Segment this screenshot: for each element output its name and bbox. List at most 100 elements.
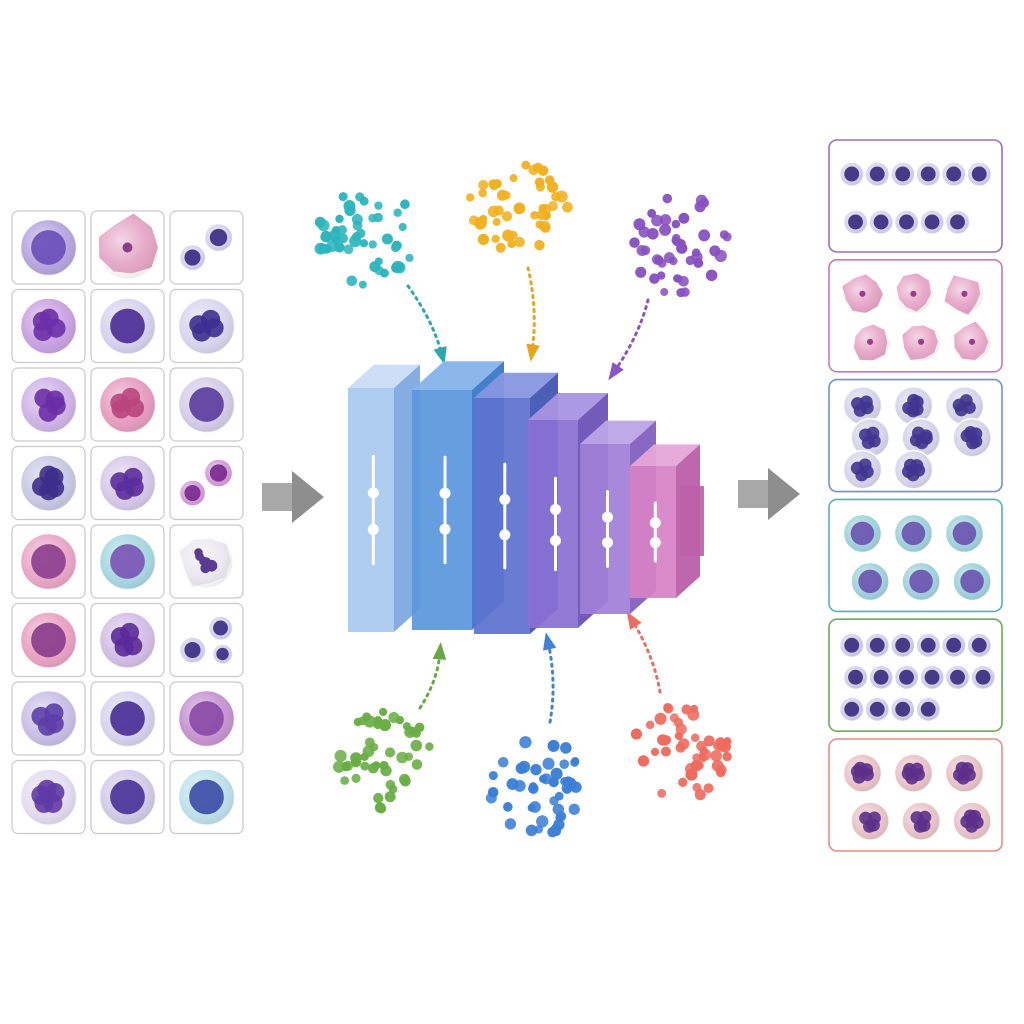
input-tile-monocyte <box>90 524 165 599</box>
feature-dot <box>703 735 715 747</box>
feature-dot <box>534 177 545 188</box>
cell-nucleus <box>844 701 860 717</box>
cell-nucleus <box>975 669 991 685</box>
input-tile-eosinophil <box>90 367 165 442</box>
input-tile-basophil <box>90 602 165 678</box>
feature-dot <box>659 214 672 226</box>
cell-nucleus <box>895 637 911 653</box>
dotted-arrow <box>406 284 444 357</box>
layer-top <box>348 364 420 388</box>
feature-dot <box>544 175 555 185</box>
input-tile-neutrophil <box>11 759 86 835</box>
nucleus-lobe <box>910 762 924 776</box>
feature-dot <box>340 776 350 785</box>
group-frame <box>828 139 1003 253</box>
nucleus-lobe <box>959 394 973 408</box>
feature-dot <box>669 256 678 266</box>
feature-dot <box>496 189 508 201</box>
feature-dot <box>657 271 666 280</box>
feature-dot <box>560 777 569 786</box>
cell-nucleus <box>209 464 228 482</box>
layer-6 <box>630 444 704 598</box>
feature-dot <box>657 788 667 798</box>
nucleus-lobe <box>969 427 983 441</box>
cell-nucleus <box>946 166 962 182</box>
feature-dot <box>677 738 690 750</box>
cnn-layers-icon <box>348 361 704 634</box>
nucleus-lobe <box>910 395 924 409</box>
nucleus-lobe <box>120 622 140 642</box>
feature-dot <box>372 761 381 770</box>
feature-dot <box>320 230 332 243</box>
feature-dot <box>630 728 643 740</box>
feature-dot <box>698 229 711 242</box>
lymphocyte-group <box>828 139 1003 253</box>
feature-dot <box>398 773 411 785</box>
arrow-shaft <box>738 480 772 508</box>
layer-node <box>439 487 451 499</box>
small-lymphocyte-group <box>828 618 1003 733</box>
dotted-arrow <box>526 266 536 354</box>
cell-nucleus <box>31 544 66 579</box>
cell-nucleus <box>110 701 145 736</box>
feature-dot <box>491 234 500 244</box>
feature-dot <box>722 751 732 762</box>
cell-nucleus <box>950 669 965 685</box>
feature-dot <box>536 815 549 828</box>
layer-front <box>630 466 676 598</box>
feature-dot <box>547 739 560 752</box>
input-tile-lymphocyte <box>169 367 244 442</box>
feature-dot <box>425 742 434 751</box>
feature-dot <box>359 239 369 248</box>
feature-dot <box>542 757 555 770</box>
red-cluster <box>626 611 732 801</box>
cell-nucleus <box>189 387 224 422</box>
nucleus-lobe <box>44 703 64 723</box>
feature-dot <box>349 234 362 248</box>
feature-dot <box>412 729 421 738</box>
nucleus-lobe <box>968 809 982 823</box>
arrow-head <box>543 632 557 651</box>
feature-dot <box>373 212 383 223</box>
layer-top <box>412 361 504 390</box>
nucleus-lobe <box>121 387 141 407</box>
nucleus-lobe <box>858 458 872 472</box>
cell-nucleus <box>899 669 914 685</box>
layer-node <box>602 511 613 523</box>
cell-nucleus <box>184 484 201 502</box>
nucleus-lobe <box>201 309 221 329</box>
feature-dot <box>370 743 379 752</box>
feature-dot <box>693 258 704 269</box>
cell-nucleus <box>869 637 885 653</box>
feature-dot <box>723 737 732 746</box>
feature-dot <box>487 205 500 218</box>
tile-frame <box>169 210 244 285</box>
nucleus-lobe <box>45 782 65 802</box>
feature-dot <box>402 722 411 731</box>
feature-dot <box>388 784 398 794</box>
tile-frame <box>169 445 244 521</box>
cell-nucleus <box>952 521 977 546</box>
feature-dot <box>649 273 660 284</box>
feature-dot <box>690 733 700 743</box>
arrow-head <box>768 468 800 520</box>
cell-nucleus <box>189 701 224 736</box>
feature-dot <box>525 824 538 837</box>
feature-dot <box>379 760 389 771</box>
input-tile-neutrophil <box>169 288 244 364</box>
layer-front <box>348 388 394 632</box>
cell-nucleus <box>850 521 875 546</box>
feature-dot <box>400 199 410 210</box>
feature-dot <box>492 217 501 226</box>
layer-node <box>499 493 511 505</box>
cell-nucleus <box>110 779 145 815</box>
layer-node <box>550 503 561 515</box>
feature-dot <box>376 803 387 814</box>
nucleus-lobe <box>867 811 881 825</box>
dotted-arrow <box>630 618 662 694</box>
layer-node <box>649 517 661 529</box>
feature-dot <box>360 752 369 762</box>
feature-dot <box>374 201 383 210</box>
